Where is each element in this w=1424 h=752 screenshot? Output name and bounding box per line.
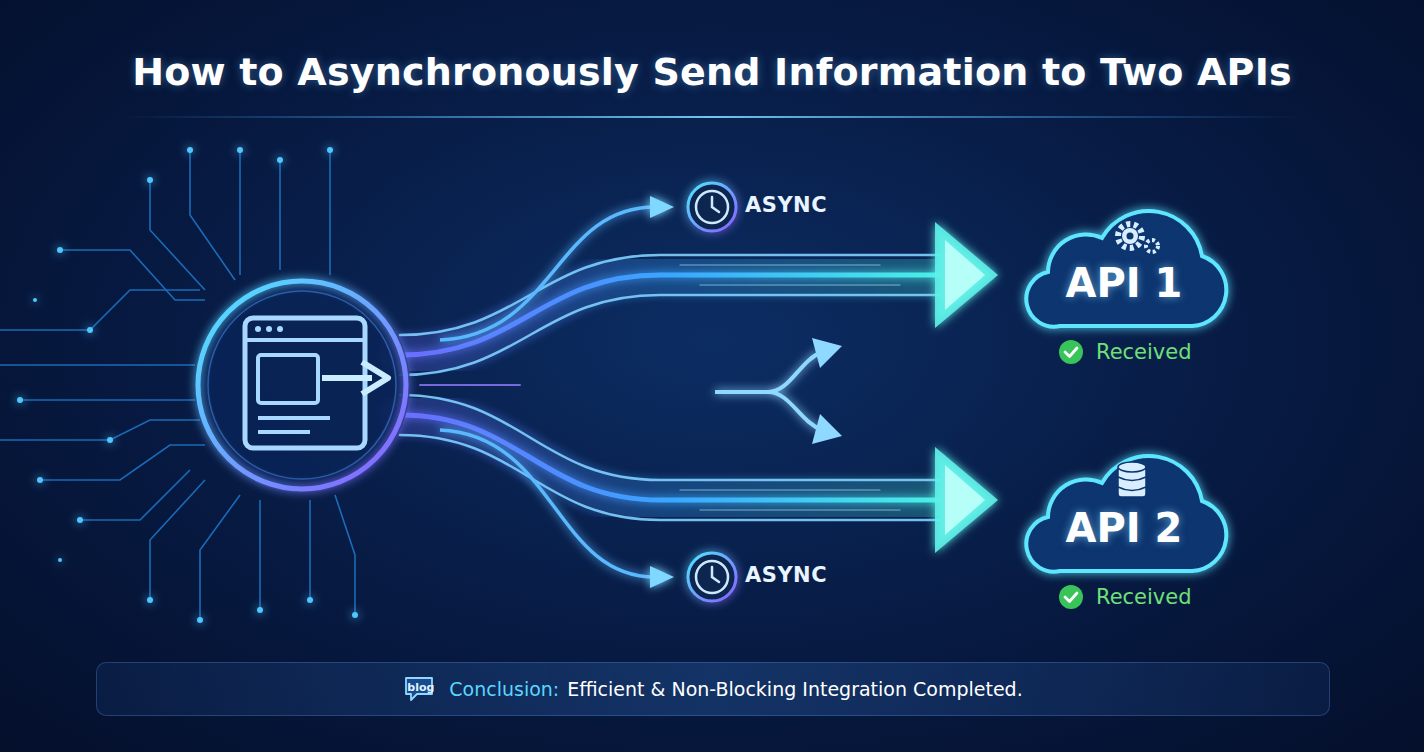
blog-icon: blog [403, 675, 435, 703]
api-cloud: API 1Received [1012, 208, 1236, 330]
check-icon [1058, 339, 1084, 365]
api-name: API 1 [1012, 260, 1236, 306]
async-label: ASYNC [745, 563, 827, 587]
status-text: Received [1096, 340, 1192, 364]
arrow-heads [935, 222, 998, 553]
check-circle [1059, 585, 1083, 609]
status-text: Received [1096, 585, 1192, 609]
caption-text: Efficient & Non-Blocking Integration Com… [567, 678, 1022, 700]
async-label: ASYNC [745, 193, 827, 217]
database-icon [1118, 462, 1146, 497]
check-circle [1059, 340, 1083, 364]
source-circle [194, 277, 410, 493]
api-cloud: API 2Received [1012, 453, 1236, 575]
conclusion-label: Conclusion: [449, 678, 559, 700]
check-mark [1065, 348, 1077, 357]
icon-text: blog [407, 681, 434, 694]
flow-bands [400, 255, 940, 520]
check-icon [1058, 584, 1084, 610]
diagram-title: How to Asynchronously Send Information t… [0, 50, 1424, 94]
gear-icon [1118, 224, 1158, 252]
split-icon-heads [812, 338, 842, 444]
conclusion-bar: blog Conclusion: Efficient & Non-Blocking … [96, 662, 1330, 716]
check-mark [1065, 593, 1077, 602]
split-icon [715, 352, 822, 430]
async-arrows [440, 207, 655, 577]
title-rule [120, 116, 1304, 118]
async-arrow-heads [650, 196, 674, 588]
api-name: API 2 [1012, 505, 1236, 551]
